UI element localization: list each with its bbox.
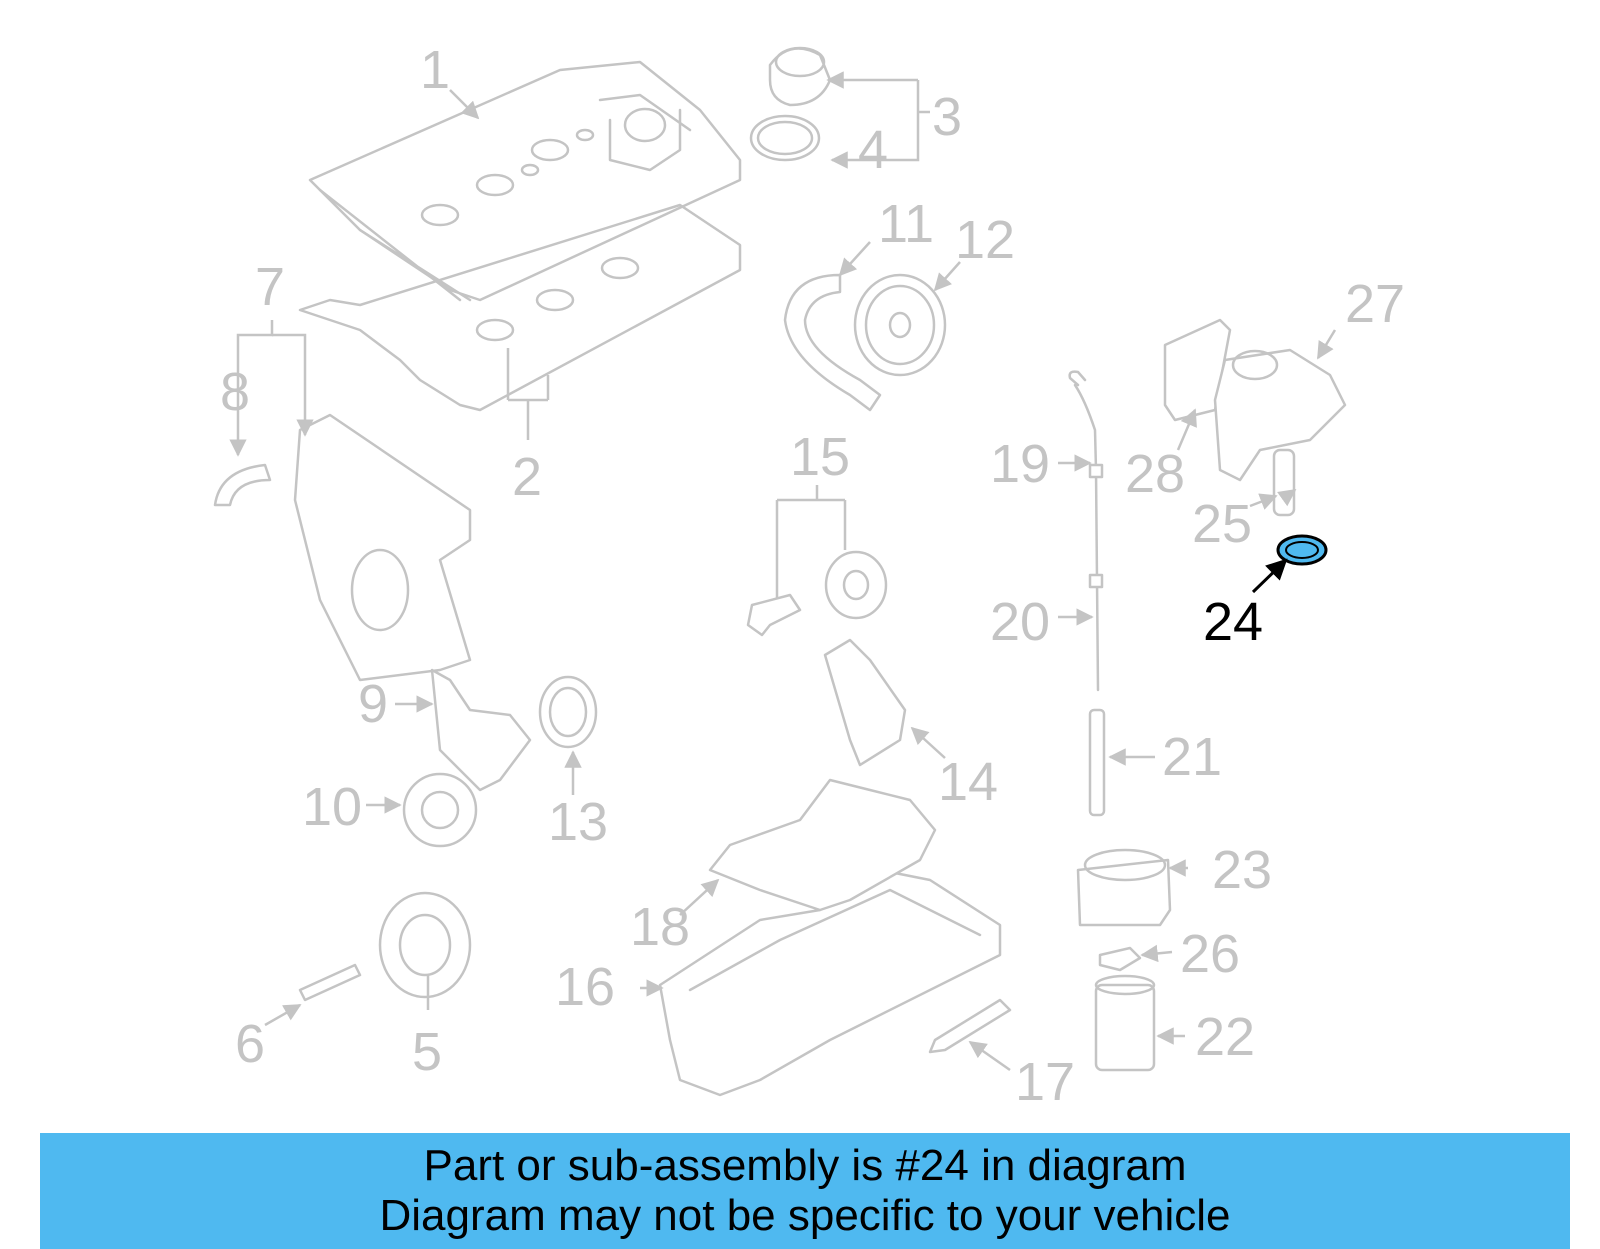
highlighted-seal-part[interactable] bbox=[1276, 534, 1328, 566]
callout-5: 5 bbox=[412, 1022, 442, 1082]
stud-part bbox=[1272, 448, 1296, 517]
callout-19: 19 bbox=[990, 434, 1050, 494]
oil-filter-housing-part bbox=[1076, 848, 1172, 927]
callout-6: 6 bbox=[235, 1014, 265, 1074]
callout-7: 7 bbox=[255, 257, 285, 317]
callout-25: 25 bbox=[1192, 494, 1252, 554]
water-pump-part bbox=[1163, 318, 1347, 482]
tensioner-part bbox=[402, 772, 478, 848]
callout-8: 8 bbox=[220, 362, 250, 422]
callout-labels: 1 2 3 4 5 6 7 8 9 10 11 12 13 14 15 16 1… bbox=[220, 40, 1405, 1112]
leader-lines bbox=[229, 71, 1337, 1072]
banner-line-part-number: Part or sub-assembly is #24 in diagram bbox=[423, 1141, 1187, 1190]
oil-filter-part bbox=[1094, 974, 1156, 1072]
timing-cover-part bbox=[293, 413, 472, 682]
callout-20: 20 bbox=[990, 592, 1050, 652]
callout-1: 1 bbox=[420, 40, 450, 100]
timing-belt-part bbox=[783, 273, 882, 412]
banner-line-disclaimer: Diagram may not be specific to your vehi… bbox=[379, 1191, 1231, 1240]
callout-16: 16 bbox=[555, 957, 615, 1017]
crank-sprocket-part bbox=[538, 675, 598, 749]
callout-23: 23 bbox=[1212, 840, 1272, 900]
callout-2: 2 bbox=[512, 447, 542, 507]
callout-14: 14 bbox=[938, 752, 998, 812]
camshaft-gear-part bbox=[853, 273, 947, 377]
idler-pulley-part bbox=[746, 550, 888, 637]
callout-11: 11 bbox=[878, 194, 934, 254]
callout-9: 9 bbox=[358, 674, 388, 734]
callout-12: 12 bbox=[955, 210, 1015, 270]
callout-4: 4 bbox=[858, 120, 888, 180]
filler-cap-seal-part bbox=[749, 114, 821, 162]
callout-13: 13 bbox=[548, 792, 608, 852]
valve-cover-part bbox=[308, 60, 742, 302]
callout-24: 24 bbox=[1203, 592, 1263, 652]
callout-26: 26 bbox=[1180, 924, 1240, 984]
callout-3: 3 bbox=[932, 87, 962, 147]
callout-28: 28 bbox=[1125, 444, 1185, 504]
info-banner: Part or sub-assembly is #24 in diagram D… bbox=[40, 1133, 1570, 1249]
callout-21: 21 bbox=[1162, 727, 1222, 787]
pulley-bolt-part bbox=[298, 963, 362, 1002]
filter-seal-part bbox=[1098, 946, 1142, 972]
callout-27: 27 bbox=[1345, 274, 1405, 334]
callout-15: 15 bbox=[790, 427, 850, 487]
crank-pulley-part bbox=[378, 891, 472, 999]
inner-cover-part bbox=[430, 668, 532, 792]
callout-17: 17 bbox=[1015, 1052, 1075, 1112]
valve-cover-gasket-part bbox=[298, 203, 742, 412]
oil-baffle-part bbox=[708, 778, 937, 912]
callout-10: 10 bbox=[302, 777, 362, 837]
oil-filler-cap-part bbox=[768, 46, 832, 107]
dipstick-tube-part bbox=[1088, 708, 1106, 817]
belt-guide-part bbox=[823, 638, 907, 767]
callout-18: 18 bbox=[630, 897, 690, 957]
sealant-part bbox=[928, 998, 1012, 1054]
dipstick-part bbox=[1068, 370, 1104, 692]
callout-22: 22 bbox=[1195, 1007, 1255, 1067]
cover-seal-part bbox=[213, 463, 272, 507]
